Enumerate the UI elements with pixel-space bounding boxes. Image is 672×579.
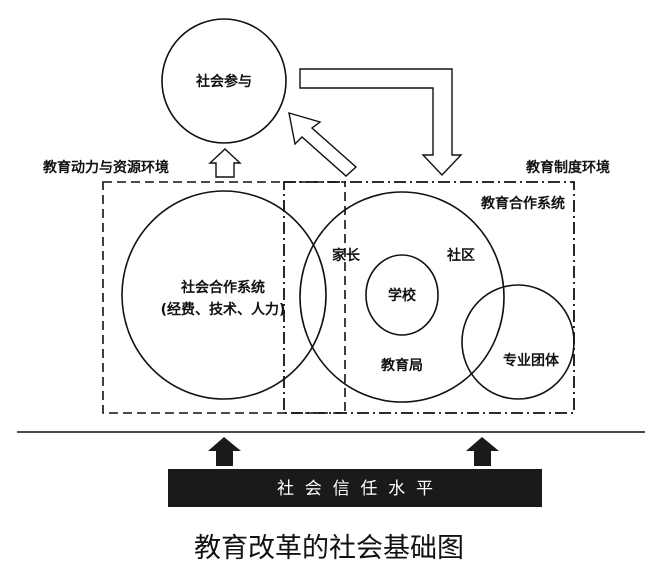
edu-system-label: 教育合作系统 bbox=[481, 195, 565, 212]
professional-groups-circle bbox=[461, 284, 575, 400]
social-trust-label: 社 会 信 任 水 平 bbox=[277, 479, 433, 499]
trust-arrow-right bbox=[466, 437, 499, 466]
school-circle bbox=[365, 254, 439, 336]
school-label: 学校 bbox=[388, 287, 417, 304]
parents-label: 家长 bbox=[332, 247, 361, 264]
social-system-sub: (经费、技术、人力) bbox=[161, 301, 286, 318]
education-bureau-label: 教育局 bbox=[381, 357, 423, 374]
community-label: 社区 bbox=[446, 247, 475, 264]
social-participation-label: 社会参与 bbox=[195, 73, 252, 90]
social-trust-bar bbox=[168, 469, 542, 507]
social-cooperation-circle bbox=[121, 190, 327, 400]
professional-groups-label: 专业团体 bbox=[503, 352, 560, 369]
social-system-title: 社会合作系统 bbox=[180, 279, 265, 296]
small-up-arrow bbox=[208, 148, 242, 178]
left-env-label: 教育动力与资源环境 bbox=[43, 159, 169, 176]
diagram-caption: 教育改革的社会基础图 bbox=[194, 533, 464, 564]
trust-arrow-left bbox=[208, 437, 241, 466]
l-arrow bbox=[299, 68, 463, 177]
institution-env-box bbox=[283, 181, 575, 414]
edu-cooperation-circle bbox=[299, 191, 505, 403]
resource-env-box bbox=[102, 181, 346, 414]
diagonal-arrow bbox=[288, 112, 358, 177]
social-participation-circle bbox=[161, 18, 287, 144]
right-env-label: 教育制度环境 bbox=[526, 159, 610, 176]
